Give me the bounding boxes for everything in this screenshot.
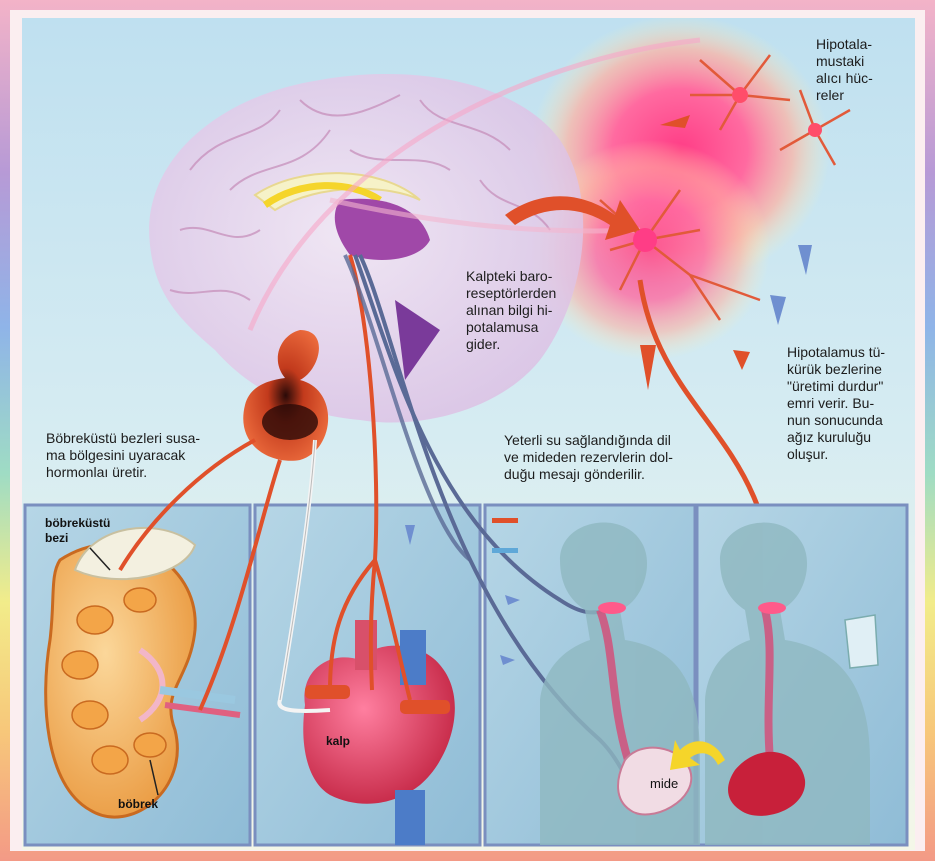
caption-water-enough: Yeterli su sağlandığında dil ve mideden … (504, 432, 673, 483)
caption-salivary-stop: Hipotalamus tü- kürük bezlerine "üretimi… (787, 344, 885, 463)
caption-hypothalamus-receptors: Hipotala- mustaki alıcı hüc- reler (816, 36, 873, 104)
caption-baroreceptors: Kalpteki baro- reseptörlerden alınan bil… (466, 268, 556, 353)
caption-adrenal-hormones: Böbreküstü bezleri susa- ma bölgesini uy… (46, 430, 200, 481)
label-kidney: böbrek (118, 797, 158, 812)
label-adrenal-gland: böbreküstü bezi (45, 516, 110, 546)
label-stomach: mide (650, 776, 678, 791)
blue-pathway-swatch (492, 548, 518, 553)
label-heart: kalp (326, 734, 350, 749)
red-pathway-swatch (492, 518, 518, 523)
